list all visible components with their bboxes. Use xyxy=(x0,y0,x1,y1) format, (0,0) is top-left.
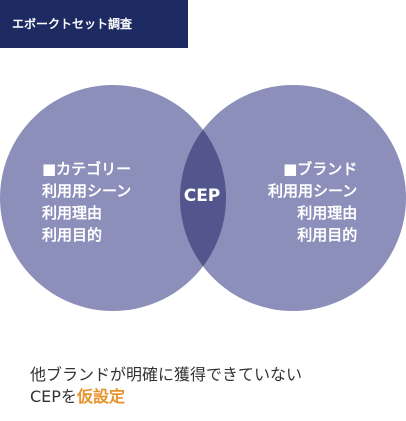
cep-overlap-label: CEP xyxy=(183,186,221,206)
brand-line-scene: 利用用シーン xyxy=(268,182,358,200)
category-label: ■カテゴリー 利用用シーン 利用理由 利用目的 xyxy=(42,158,131,246)
venn-diagram xyxy=(0,85,406,311)
category-line-purpose: 利用目的 xyxy=(42,226,103,244)
brand-line-reason: 利用理由 xyxy=(297,204,358,222)
caption-line-2: CEPを仮設定 xyxy=(30,386,302,408)
caption-highlight: 仮設定 xyxy=(76,387,125,406)
brand-heading: ■ブランド xyxy=(283,160,358,178)
category-line-reason: 利用理由 xyxy=(42,204,103,222)
caption: 他ブランドが明確に獲得できていない CEPを仮設定 xyxy=(30,364,302,408)
category-line-scene: 利用用シーン xyxy=(42,182,132,200)
brand-circle xyxy=(180,85,406,311)
brand-line-purpose: 利用目的 xyxy=(297,226,358,244)
caption-line-1: 他ブランドが明確に獲得できていない xyxy=(30,365,303,384)
section-tab: エボークトセット調査 xyxy=(0,0,188,48)
category-circle xyxy=(0,85,226,311)
caption-prefix: CEPを xyxy=(30,387,77,406)
brand-label: ■ブランド 利用用シーン 利用理由 利用目的 xyxy=(268,158,357,246)
category-heading: ■カテゴリー xyxy=(42,160,132,178)
